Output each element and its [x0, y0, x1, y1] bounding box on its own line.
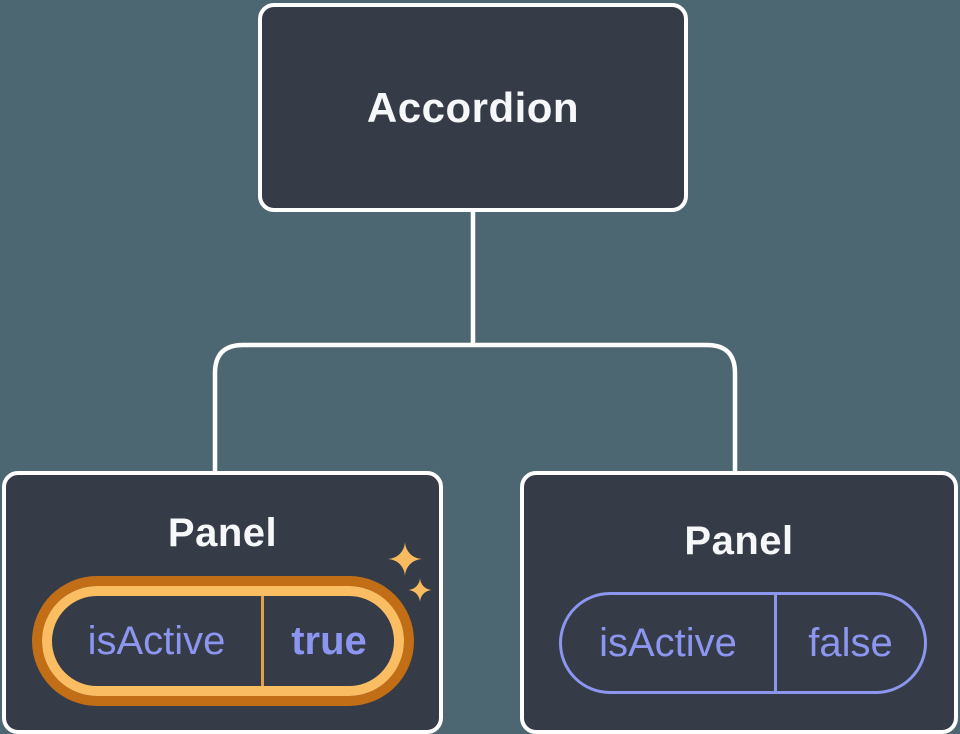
prop-name-label: isActive: [599, 620, 737, 665]
state-pill-active: isActive true: [42, 586, 404, 696]
tree-node-panel-inactive: Panel isActive false: [520, 471, 958, 734]
prop-value-cell: false: [777, 595, 924, 691]
tree-node-accordion: Accordion: [258, 3, 688, 212]
accordion-node-label: Accordion: [366, 83, 580, 131]
state-pill-inactive: isActive false: [559, 592, 927, 694]
tree-node-panel-active: Panel isActive true: [2, 471, 443, 734]
prop-name-cell: isActive: [52, 596, 261, 686]
prop-name-label: isActive: [87, 618, 226, 663]
prop-value-cell: true: [264, 596, 394, 686]
panel-title: Panel: [684, 519, 794, 563]
prop-value-label: true: [291, 618, 367, 663]
panel-title: Panel: [167, 511, 278, 555]
pill-divider: [774, 595, 777, 691]
prop-name-cell: isActive: [562, 595, 774, 691]
pill-divider: [261, 596, 264, 686]
prop-value-label: false: [808, 620, 893, 665]
